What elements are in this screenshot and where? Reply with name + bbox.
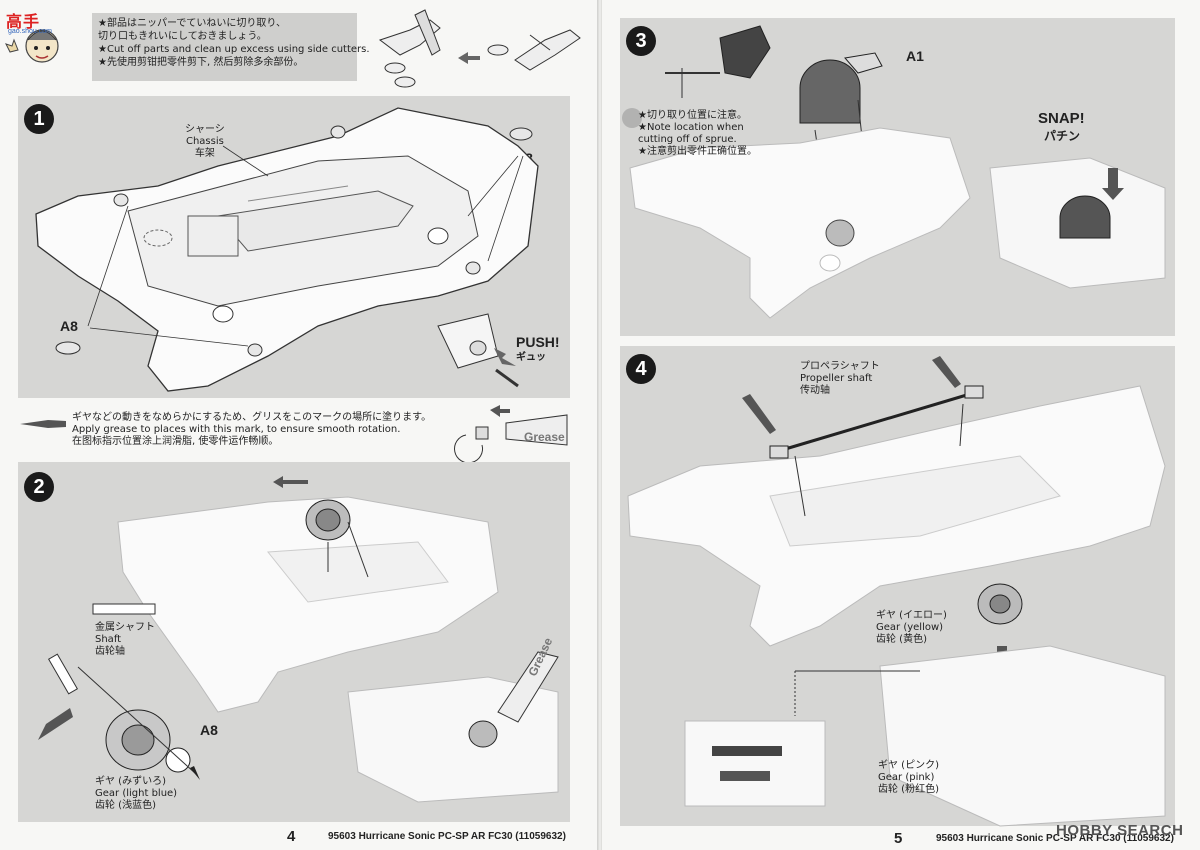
tip-line-jp-2: 切り口もきれいにしておきましょう。	[98, 31, 267, 42]
gear-pink-en: Gear (pink)	[878, 772, 935, 783]
grease-tube-label: Grease	[524, 430, 565, 444]
gear-light-blue-label: ギヤ (みずいろ) Gear (light blue) 齿轮 (浅蓝色)	[95, 776, 177, 812]
grease-note-en: Apply grease to places with this mark, t…	[72, 424, 401, 435]
propeller-shaft-jp: プロペラシャフト	[800, 361, 880, 372]
chassis-drawing	[35, 107, 539, 392]
book-spine	[597, 0, 603, 850]
gear-yellow-cn: 齿轮 (黄色)	[876, 634, 927, 645]
left-footer: 95603 Hurricane Sonic PC-SP AR FC30 (110…	[328, 831, 566, 842]
grease-note-cn: 在图标指示位置涂上润滑脂, 使零件运作畅顺。	[72, 436, 279, 447]
shaft-label: 金属シャフト Shaft 齿轮轴	[95, 622, 155, 658]
grease-tube-icon	[454, 405, 568, 464]
mascot-icon	[5, 29, 59, 63]
gear-yellow-jp: ギヤ (イエロー)	[876, 610, 947, 621]
step3-part-a1: A1	[906, 48, 924, 64]
propeller-shaft-cn: 传动轴	[800, 385, 830, 396]
gear-pink-jp: ギヤ (ピンク)	[878, 760, 939, 771]
gear-light-blue-jp: ギヤ (みずいろ)	[95, 776, 166, 787]
sprue-note-cn: ★注意剪出零件正确位置。	[638, 146, 757, 157]
step3-number: 3	[626, 26, 656, 56]
step1-number: 1	[24, 104, 54, 134]
chassis-label-jp: シャーシ	[185, 124, 225, 135]
shaft-label-en: Shaft	[95, 634, 122, 645]
step4-drawing	[627, 356, 1166, 827]
hobby-search-brand: HOBBY SEARCH	[1056, 822, 1184, 839]
side-cutter-illustration	[378, 9, 581, 88]
gear-light-blue-en: Gear (light blue)	[95, 788, 178, 799]
grease-mark-icon	[20, 420, 66, 428]
sprue-note-jp: ★切り取り位置に注意。	[638, 110, 747, 121]
tip-line-cn: ★先使用剪钳把零件剪下, 然后剪除多余部份。	[98, 57, 304, 68]
step3-drawing	[622, 25, 1166, 319]
gear-pink-cn: 齿轮 (粉红色)	[878, 784, 939, 795]
watermark-logo: 高手 gao.shou.com	[2, 6, 82, 70]
push-label: PUSH!	[516, 334, 560, 350]
shaft-label-cn: 齿轮轴	[95, 646, 125, 657]
snap-label-jp: パチン	[1044, 129, 1081, 143]
step4-number: 4	[626, 354, 656, 384]
grease-note-jp: ギヤなどの動きをなめらかにするため、グリスをこのマークの場所に塗ります。	[72, 412, 432, 423]
shaft-label-jp: 金属シャフト	[95, 622, 155, 633]
push-label-jp: ギュッ	[516, 352, 546, 363]
step2-drawing	[38, 476, 559, 803]
tip-box: ★部品はニッパーでていねいに切り取り、 切り口もきれいにしておきましょう。 ★C…	[92, 13, 370, 81]
sprue-note-en-2: cutting off of sprue.	[638, 134, 737, 145]
tip-line-en: ★Cut off parts and clean up excess using…	[98, 44, 370, 55]
right-page: 3 A1 ★切り取り位置に注意。 ★Note location when cut…	[602, 0, 1200, 850]
step1-part-a8-bottom: A8	[60, 318, 78, 334]
watermark-cn: 高手	[6, 12, 41, 31]
step2-number: 2	[24, 472, 54, 502]
propeller-shaft-label: プロペラシャフト Propeller shaft 传动轴	[800, 361, 880, 397]
tip-line-jp-1: ★部品はニッパーでていねいに切り取り、	[98, 18, 286, 29]
watermark-url: gao.shou.com	[8, 28, 52, 35]
gear-pink-label: ギヤ (ピンク) Gear (pink) 齿轮 (粉红色)	[878, 760, 939, 796]
snap-label: SNAP!	[1038, 110, 1085, 127]
chassis-label: シャーシ Chassis 车架	[185, 124, 225, 160]
propeller-shaft-en: Propeller shaft	[800, 373, 873, 384]
chassis-label-en: Chassis	[185, 136, 224, 147]
gear-yellow-en: Gear (yellow)	[876, 622, 944, 633]
sprue-note: ★切り取り位置に注意。 ★Note location when cutting …	[638, 110, 757, 158]
left-page-number: 4	[287, 828, 296, 845]
step2-part-a8: A8	[200, 722, 218, 738]
right-page-number: 5	[894, 830, 903, 847]
gear-yellow-label: ギヤ (イエロー) Gear (yellow) 齿轮 (黄色)	[876, 610, 947, 646]
gear-light-blue-cn: 齿轮 (浅蓝色)	[95, 800, 156, 811]
sprue-note-en-1: ★Note location when	[638, 122, 744, 133]
right-footer: 95603 Hurricane Sonic PC-SP AR FC30 (110…	[936, 833, 1174, 844]
left-page: 高手 gao.shou.com ★部品はニッパーでていねいに切り取り、 切り口も…	[0, 0, 598, 850]
grease-note: ギヤなどの動きをなめらかにするため、グリスをこのマークの場所に塗ります。 App…	[72, 412, 431, 448]
chassis-label-cn: 车架	[194, 148, 215, 159]
